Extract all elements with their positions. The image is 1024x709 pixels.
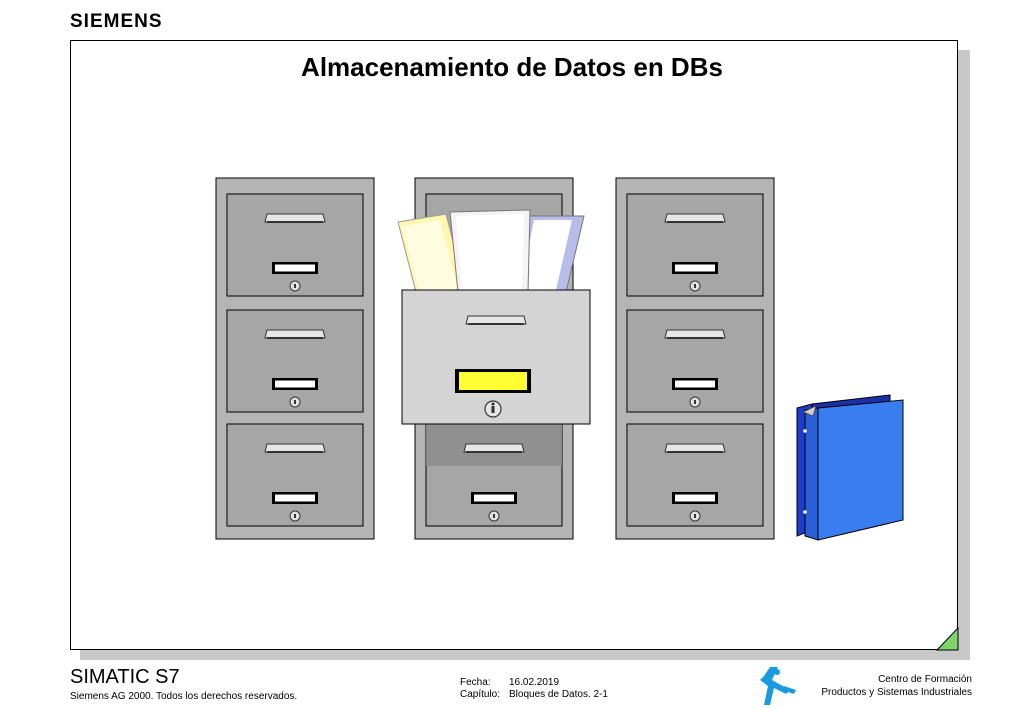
- footer-center-info: Centro de Formación Productos y Sistemas…: [821, 673, 972, 699]
- cabinet-right: [615, 177, 775, 540]
- date-value: 16.02.2019: [509, 677, 560, 688]
- binder-icon: [796, 394, 904, 541]
- cabinet-left-drawer-3: [227, 424, 363, 526]
- slide-title: Almacenamiento de Datos en DBs: [301, 52, 723, 82]
- date-label: Fecha:: [460, 677, 491, 688]
- center-line-1: Centro de Formación: [878, 674, 972, 685]
- product-name: SIMATIC S7: [70, 666, 180, 688]
- copyright: Siemens AG 2000. Todos los derechos rese…: [70, 691, 298, 702]
- cabinet-right-drawer-2: [627, 310, 763, 412]
- cabinet-middle: [397, 177, 591, 540]
- chapter-label: Capítulo:: [460, 689, 501, 700]
- siemens-logo: SIEMENS: [70, 11, 163, 32]
- center-line-2: Productos y Sistemas Industriales: [821, 687, 972, 698]
- cabinet-left: [215, 177, 375, 540]
- corner-fold: [935, 626, 959, 651]
- training-figure-icon: [760, 667, 796, 705]
- cabinet-right-drawer-1: [627, 194, 763, 296]
- footer-meta: Fecha: 16.02.2019 Capítulo: Bloques de Dat…: [460, 677, 608, 701]
- documents: [397, 209, 585, 301]
- cabinet-left-drawer-1: [227, 194, 363, 296]
- cabinet-right-drawer-3: [627, 424, 763, 526]
- chapter-value: Bloques de Datos. 2-1: [509, 689, 608, 700]
- cabinet-left-drawer-2: [227, 310, 363, 412]
- open-drawer: [401, 289, 591, 425]
